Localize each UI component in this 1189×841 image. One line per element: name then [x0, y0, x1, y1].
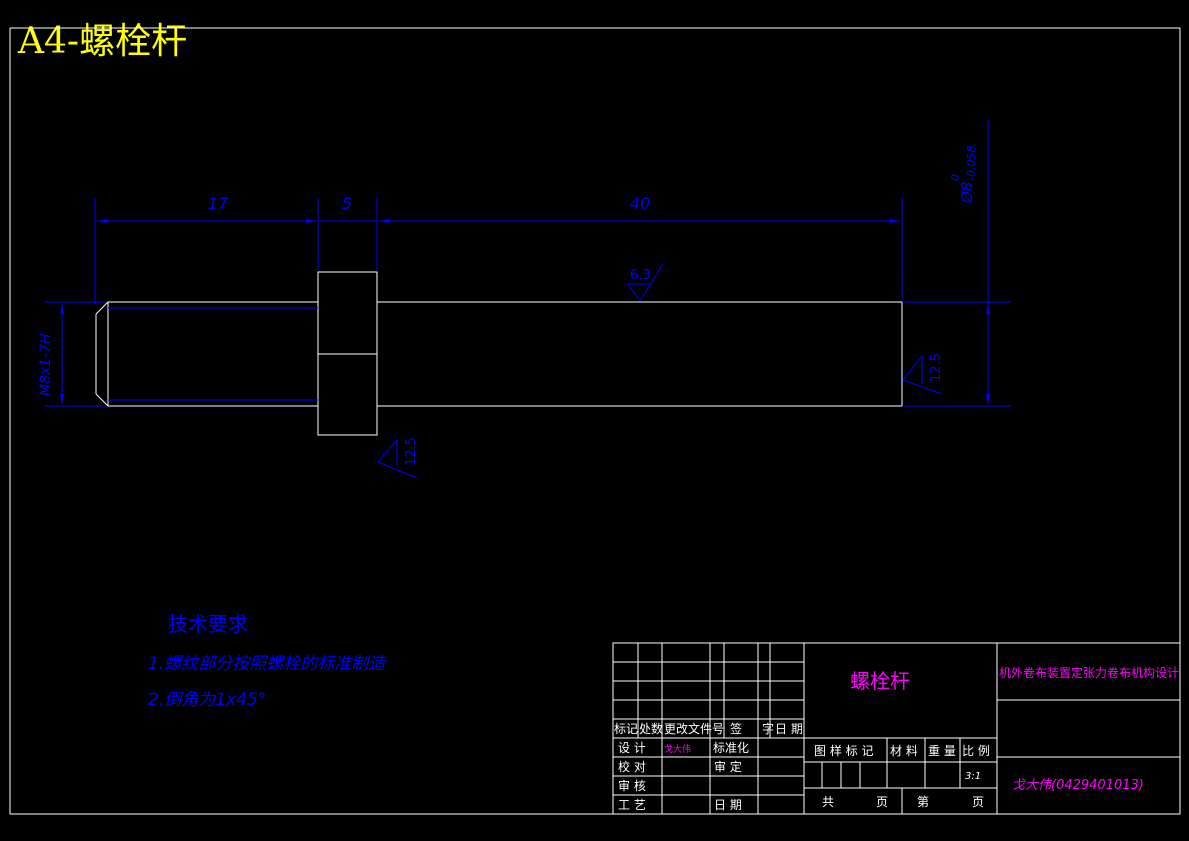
roughness-symbol-end: [902, 355, 943, 395]
designer-name: 戈大伟(0429401013): [1012, 778, 1144, 793]
sig-label-review: 审 核: [618, 778, 646, 793]
dim-collar-width: 5: [342, 194, 352, 213]
roughness-top-value: 6.3: [630, 268, 651, 283]
roughness-end-value: 12.5: [929, 353, 944, 382]
sheet-page-label: 页: [876, 795, 888, 809]
scale-value: 3:1: [965, 771, 981, 782]
roughness-symbol-collar: [377, 439, 418, 479]
dim-shaft-length: 40: [630, 194, 650, 213]
sheet-total-label: 共: [822, 795, 834, 809]
sheet-page-label-2: 页: [972, 795, 984, 809]
tech-req-item-2: 2.倒角为1x45°: [148, 690, 266, 710]
dim-diameter: Ø8 0 -0.058: [949, 146, 978, 204]
rev-header-mark: 标记: [614, 722, 638, 736]
sheet-nth-label: 第: [917, 795, 929, 809]
sig-label-check: 校 对: [618, 759, 646, 774]
dim-diameter-lower: -0.058: [965, 146, 978, 181]
sig-label-date: 日 期: [714, 798, 742, 812]
thread-minor-lines: [108, 307, 318, 401]
dimension-lines: [45, 120, 1010, 407]
roughness-symbol-top: [627, 263, 664, 302]
attr-header-material: 材 料: [890, 744, 918, 758]
attr-header-mark: 图 样 标 记: [814, 743, 873, 758]
sig-label-standard: 标准化: [713, 741, 749, 755]
part-name: 螺栓杆: [850, 669, 910, 693]
dim-diameter-upper: 0: [949, 174, 962, 181]
bolt-rod-outline: [95, 271, 903, 436]
sig-label-design: 设 计: [618, 741, 646, 755]
rev-header-sign: 签: [730, 721, 742, 736]
rev-header-doc: 更改文件号: [664, 721, 724, 736]
rev-header-char: 字: [762, 721, 774, 736]
rev-header-count: 处数: [639, 721, 663, 736]
dim-diameter-base: Ø8: [958, 182, 976, 204]
tech-req-heading: 技术要求: [168, 612, 248, 636]
dim-thread-length: 17: [208, 194, 229, 213]
roughness-collar-value: 12.5: [404, 437, 419, 466]
dim-thread-spec: M8x1-7H: [38, 333, 54, 396]
tech-req-item-1: 1.螺纹部分按照螺栓的标准制造: [148, 654, 387, 674]
rev-header-date: 日 期: [775, 722, 803, 736]
attr-header-scale: 比 例: [962, 744, 990, 758]
title-block-grid: [612, 642, 1181, 815]
designer-sign: 戈大伟: [664, 743, 691, 755]
project-title: 机外卷布装置定张力卷布机构设计: [999, 665, 1179, 680]
sig-label-approve: 审 定: [714, 759, 742, 774]
attr-header-weight: 重 量: [928, 744, 956, 758]
sig-label-process: 工 艺: [618, 798, 646, 812]
